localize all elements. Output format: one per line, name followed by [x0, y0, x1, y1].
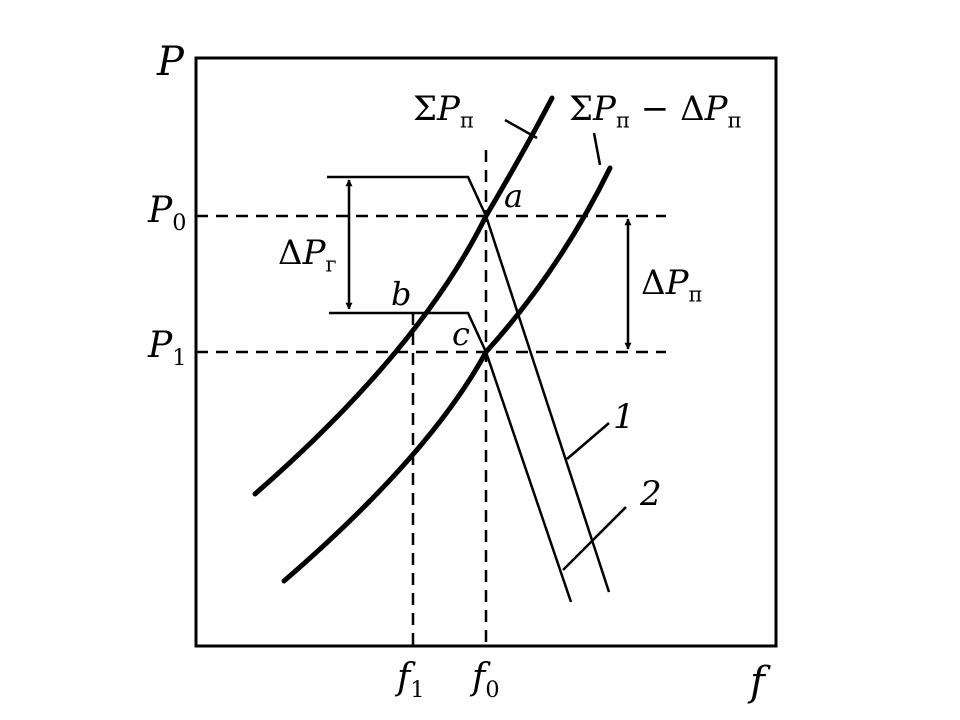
load-curve-lower	[281, 165, 613, 584]
generator-characteristic-2	[329, 311, 573, 603]
point-c-label: c	[452, 315, 470, 353]
x-axis-label: f	[750, 659, 765, 705]
delta-pg-label: ΔPг	[278, 233, 337, 277]
load-curve-upper	[252, 95, 555, 497]
leader-characteristic-2	[562, 506, 627, 571]
p1-label: P1	[148, 325, 187, 371]
lower-curve-label: ΣPп − ΔPп	[569, 89, 742, 133]
y-axis-label: P	[157, 39, 184, 85]
generator-characteristic-1	[327, 175, 611, 593]
p0-label: P0	[148, 190, 187, 236]
point-a-label: a	[504, 177, 524, 215]
characteristic-1-label: 1	[613, 397, 635, 437]
point-b-label: b	[391, 275, 412, 313]
leader-characteristic-1	[566, 422, 610, 460]
leader-lower-curve	[592, 132, 602, 166]
delta-pn-label: ΔPп	[641, 263, 703, 307]
characteristic-2-label: 2	[640, 474, 662, 514]
f1-label: f1	[397, 657, 425, 703]
leader-upper-curve	[504, 118, 538, 140]
f0-label: f0	[472, 657, 500, 703]
upper-curve-label: ΣPп	[413, 89, 474, 133]
